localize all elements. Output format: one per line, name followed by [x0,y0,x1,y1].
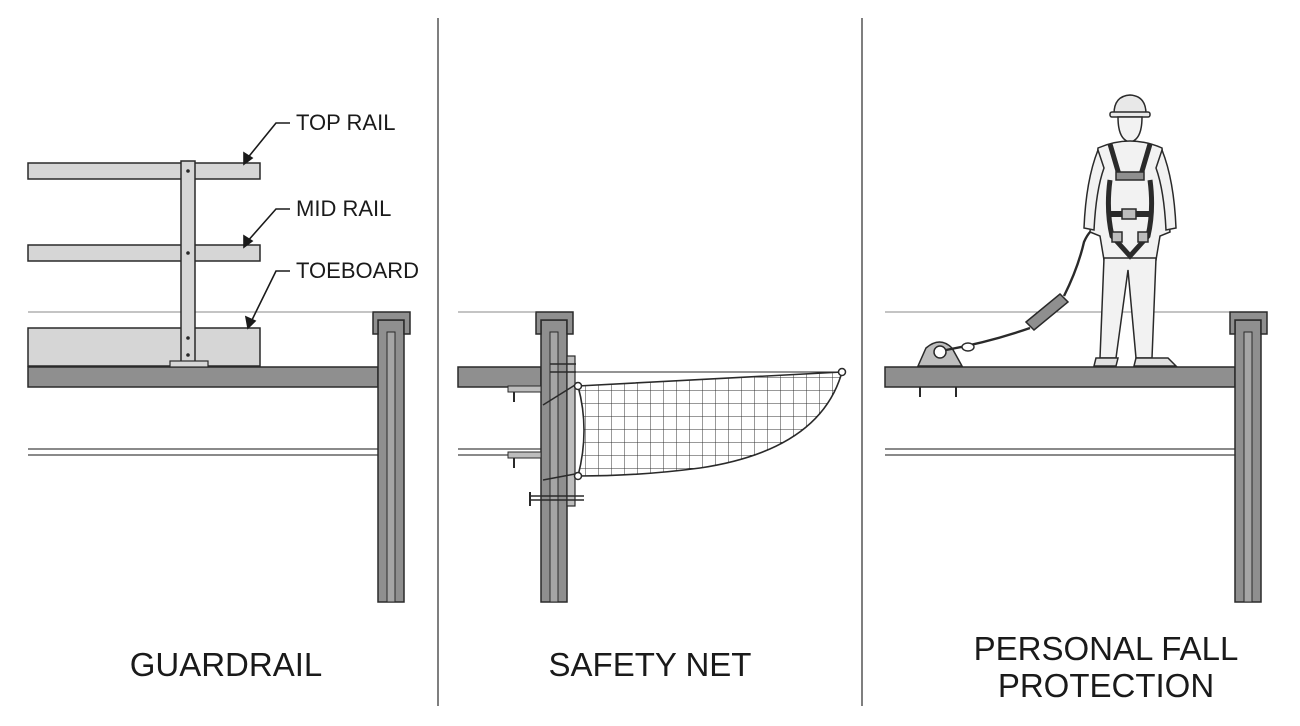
guardrail-post [180,160,196,366]
mid-rail [27,244,261,262]
personal-fall-protection-panel [884,94,1268,603]
callout-toeboard: TOEBOARD [296,258,420,283]
caption-line-2: PROTECTION [997,667,1215,704]
floor-slab-1 [27,366,379,388]
caption-personal-fall-protection: PERSONAL FALL PROTECTION [926,630,1286,704]
worker-figure [1083,94,1178,367]
callout-top-rail: TOP RAIL [296,110,396,135]
lanyard [945,224,1101,352]
floor-slab-2 [457,366,542,388]
net-bracket [566,355,576,507]
top-rail [27,162,261,180]
floor-slab-3 [884,366,1236,388]
caption-line-1: PERSONAL FALL [973,630,1239,667]
callout-leaders [243,122,290,330]
callout-mid-rail: MID RAIL [296,196,392,221]
caption-safety-net: SAFETY NET [548,646,752,683]
guardrail-panel [27,122,411,603]
safety-net-panel [457,311,847,603]
toeboard [27,327,261,367]
caption-guardrail: GUARDRAIL [129,646,323,683]
